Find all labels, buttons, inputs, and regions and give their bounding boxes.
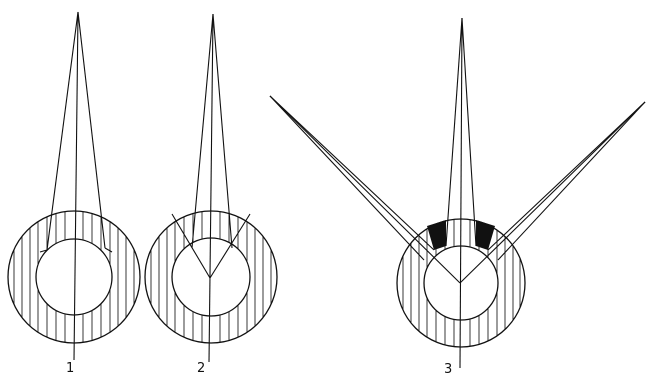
figure-1-label: 1 bbox=[66, 361, 74, 375]
figure-3-rays bbox=[270, 18, 645, 368]
figure-2: 2 bbox=[145, 14, 277, 375]
figure-3-label: 3 bbox=[444, 362, 452, 375]
figure-3: 3 bbox=[270, 18, 645, 375]
figure-1: 1 bbox=[8, 12, 140, 375]
figure-1-inner-circle bbox=[36, 239, 112, 315]
figure-2-label: 2 bbox=[197, 361, 205, 375]
